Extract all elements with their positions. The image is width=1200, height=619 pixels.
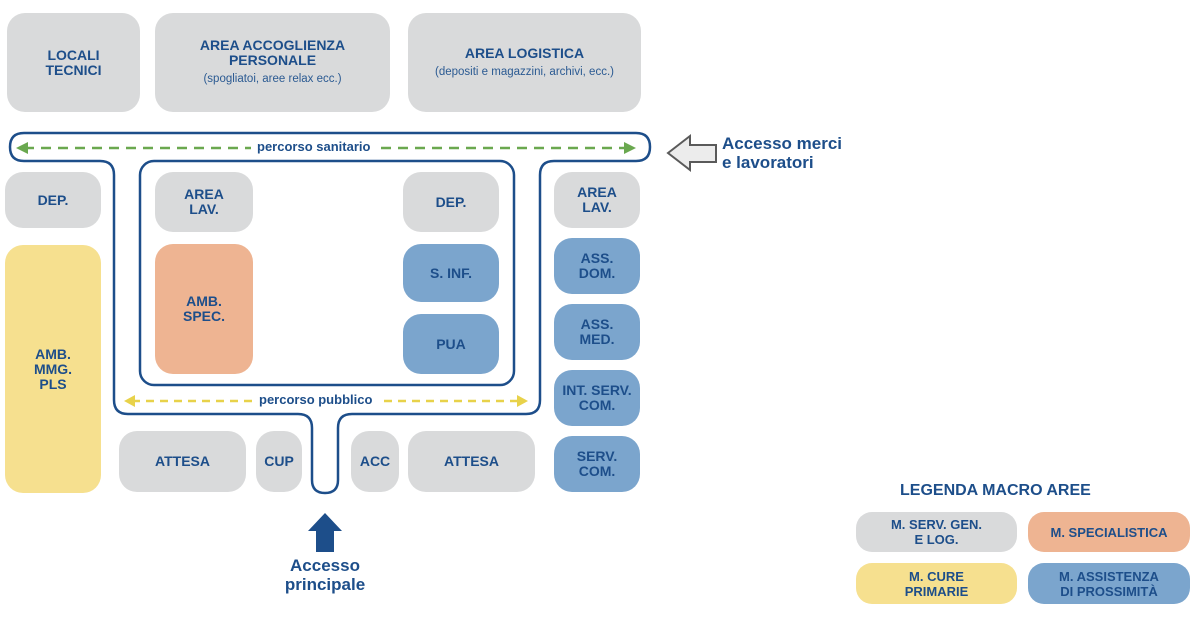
ass-dom-label: ASS. DOM.	[578, 250, 616, 281]
inner-loop-outline	[138, 159, 516, 387]
legend-assistenza-prossimita-label: M. ASSISTENZA DI PROSSIMITÀ	[1059, 568, 1159, 599]
int-serv-com-label: INT. SERV. COM.	[562, 382, 632, 413]
legend-specialistica-label: M. SPECIALISTICA	[1050, 524, 1168, 540]
acc-box: ACC	[351, 431, 399, 492]
legend-cure-primarie-label: M. CURE PRIMARIE	[904, 568, 969, 599]
corridor-outline	[8, 131, 652, 495]
area-logistica-box: AREA LOGISTICA (depositi e magazzini, ar…	[408, 13, 641, 112]
pua-box: PUA	[403, 314, 499, 374]
principale-arrow-icon	[308, 513, 342, 552]
serv-com-label: SERV. COM.	[576, 448, 618, 479]
area-lav-inner-label: AREA LAV.	[184, 186, 224, 217]
area-lav-right-box: AREA LAV.	[554, 172, 640, 228]
ass-med-label: ASS. MED.	[579, 316, 615, 347]
percorso-pubblico-label: percorso pubblico	[253, 393, 379, 407]
cup-box: CUP	[256, 431, 302, 492]
amb-spec-box: AMB. SPEC.	[155, 244, 253, 374]
legend-serv-gen: M. SERV. GEN. E LOG.	[856, 512, 1017, 552]
percorso-sanitario-label: percorso sanitario	[251, 140, 377, 154]
locali-tecnici-label: LOCALI TECNICI	[45, 46, 102, 78]
ass-dom-box: ASS. DOM.	[554, 238, 640, 294]
attesa-right-box: ATTESA	[408, 431, 535, 492]
locali-tecnici-box: LOCALI TECNICI	[7, 13, 140, 112]
legend-assistenza-prossimita: M. ASSISTENZA DI PROSSIMITÀ	[1028, 563, 1190, 604]
dep-left-box: DEP.	[5, 172, 101, 228]
serv-com-box: SERV. COM.	[554, 436, 640, 492]
legend-serv-gen-label: M. SERV. GEN. E LOG.	[890, 517, 983, 547]
sanitario-arrow-left	[16, 142, 28, 154]
ass-med-box: ASS. MED.	[554, 304, 640, 360]
amb-mmg-label: AMB. MMG. PLS	[33, 345, 73, 392]
dep-inner-box: DEP.	[403, 172, 499, 232]
pua-label: PUA	[436, 335, 466, 352]
s-inf-label: S. INF.	[429, 264, 472, 281]
cup-label: CUP	[264, 453, 294, 469]
attesa-left-box: ATTESA	[119, 431, 246, 492]
pubblico-arrow-right	[517, 395, 528, 407]
attesa-left-label: ATTESA	[155, 453, 210, 469]
legend-specialistica: M. SPECIALISTICA	[1028, 512, 1190, 552]
amb-spec-label: AMB. SPEC.	[182, 293, 225, 324]
area-accoglienza-title: AREA ACCOGLIENZA PERSONALE	[199, 37, 346, 68]
area-logistica-subtitle: (depositi e magazzini, archivi, ecc.)	[435, 65, 614, 78]
accesso-merci-label: Accesso merci e lavoratori	[722, 134, 843, 172]
dep-inner-label: DEP.	[435, 193, 467, 210]
s-inf-box: S. INF.	[403, 244, 499, 302]
acc-label: ACC	[359, 453, 391, 469]
area-accoglienza-subtitle: (spogliatoi, aree relax ecc.)	[203, 73, 342, 85]
merci-arrow-icon	[666, 133, 717, 173]
pubblico-arrow-left	[124, 395, 135, 407]
area-accoglienza-box: AREA ACCOGLIENZA PERSONALE (spogliatoi, …	[155, 13, 390, 112]
int-serv-com-box: INT. SERV. COM.	[554, 370, 640, 426]
area-lav-right-label: AREA LAV.	[577, 184, 617, 215]
amb-mmg-box: AMB. MMG. PLS	[5, 245, 101, 493]
legend-title: LEGENDA MACRO AREE	[900, 482, 1091, 499]
sanitario-arrow-right	[624, 142, 636, 154]
area-lav-inner-box: AREA LAV.	[155, 172, 253, 232]
area-logistica-title: AREA LOGISTICA	[464, 44, 585, 61]
attesa-right-label: ATTESA	[444, 453, 499, 469]
legend-cure-primarie: M. CURE PRIMARIE	[856, 563, 1017, 604]
accesso-principale-label: Accesso principale	[284, 556, 366, 594]
dep-left-label: DEP.	[37, 191, 69, 208]
